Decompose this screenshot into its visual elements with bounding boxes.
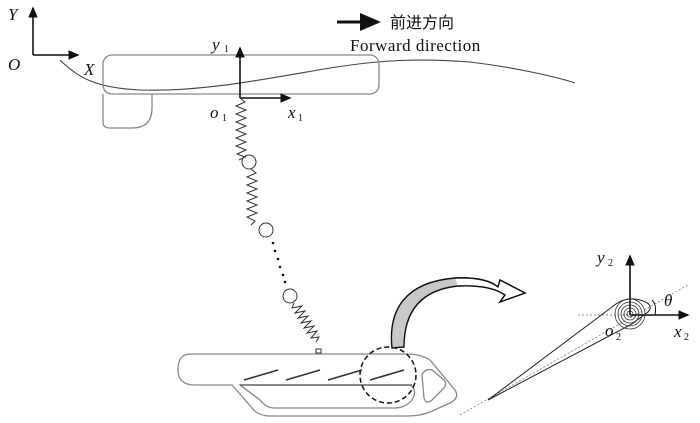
angled-fin	[327, 369, 363, 381]
body-x-subscript: 1	[298, 113, 303, 124]
global-origin-label: O	[8, 55, 20, 74]
body-y-subscript: 1	[224, 44, 229, 55]
theta-angle-arc	[651, 299, 657, 316]
lower-body	[177, 346, 458, 417]
spring-node	[258, 222, 274, 238]
spring-node	[241, 154, 257, 170]
zoom-arrow	[390, 277, 527, 349]
spring-1	[234, 97, 248, 161]
spring-chain	[234, 97, 322, 354]
body-origin-subscript: 1	[222, 113, 227, 124]
direction-label-cn: 前进方向	[390, 13, 454, 32]
fin-slot-triangle	[421, 368, 447, 403]
body-frame: y 1 o 1 x 1	[210, 35, 303, 124]
lower-hull	[177, 353, 458, 417]
angled-fin	[369, 369, 405, 381]
body-origin-label: o	[210, 103, 219, 122]
foil-y-label: y	[595, 248, 605, 267]
foil-origin-label: o	[605, 321, 614, 340]
foil-x-label: x	[673, 322, 682, 341]
spring-2	[245, 168, 259, 226]
upper-keel	[102, 94, 153, 129]
direction-legend: 前进方向 Forward direction	[337, 13, 481, 55]
body-x-label: x	[287, 103, 296, 122]
theta-label: θ	[664, 291, 672, 310]
spring-anchor	[315, 348, 322, 354]
body-y-label: y	[210, 35, 220, 54]
upper-hull	[102, 54, 380, 95]
global-x-label: X	[83, 60, 95, 79]
angled-fin	[285, 369, 321, 381]
direction-label-en: Forward direction	[350, 36, 481, 55]
spring-3	[291, 302, 320, 343]
foil-profile	[487, 298, 651, 401]
foil-y-subscript: 2	[608, 258, 613, 269]
foil-x-subscript: 2	[684, 332, 689, 343]
angled-fin	[243, 369, 279, 381]
upper-body	[102, 54, 380, 129]
zoom-detail-circle	[359, 346, 417, 404]
lower-inner-channel	[238, 384, 416, 409]
foil-detail: θ y 2 o 2 x 2	[459, 248, 690, 416]
global-y-label: Y	[8, 5, 19, 24]
spring-node	[282, 288, 298, 304]
dotted-continuation	[271, 241, 287, 284]
trajectory-curve	[59, 59, 576, 91]
global-frame: Y O X	[8, 5, 95, 79]
foil-origin-subscript: 2	[616, 332, 621, 343]
